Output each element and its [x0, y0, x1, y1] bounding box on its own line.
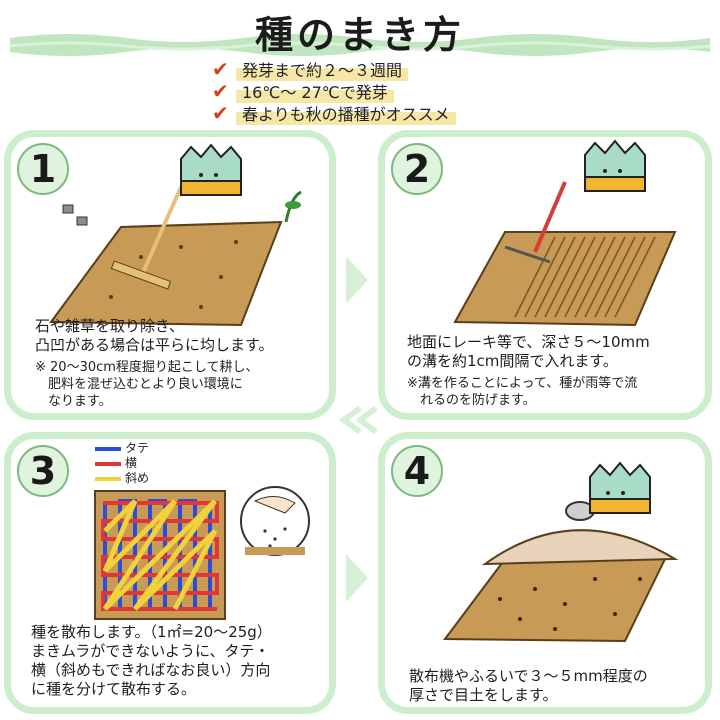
step-description: 地面にレーキ等で、深さ５～10mm の溝を約1cm間隔で入れます。: [407, 333, 650, 370]
step-note: ※ 20～30cm程度掘り起こして耕し、 肥料を混ぜ込むとより良い環境に なりま…: [35, 360, 259, 409]
legend-item: タテ: [95, 441, 149, 456]
feature-text: 発芽まで約２～３週間: [236, 57, 409, 81]
page-title: 種のまき方: [254, 12, 465, 57]
legend-swatch-yellow: [95, 476, 121, 481]
sowing-pattern-illustration: [94, 486, 310, 620]
legend-item: 斜め: [95, 471, 149, 486]
check-icon: ✔: [212, 57, 229, 81]
step-1-panel: 1 石や雑草を取り除き、 凸凹がある場合は平らに均します。 ※ 20～30cm程…: [4, 130, 336, 420]
step-number: 1: [17, 143, 69, 195]
legend-swatch-red: [95, 461, 121, 466]
feature-item: ✔ 16℃～ 27℃で発芽: [212, 79, 456, 103]
step-number: 2: [391, 143, 443, 195]
legend-label: 斜め: [125, 471, 150, 485]
step-2-panel: 2 地面にレーキ等で、深さ５～10mm の溝を約1cm間隔で入れます。 ※溝を作…: [378, 130, 712, 420]
step-description: 石や雑草を取り除き、 凸凹がある場合は平らに均します。: [35, 317, 274, 354]
legend-label: 横: [125, 456, 138, 470]
direction-legend: タテ 横 斜め: [95, 441, 149, 486]
legend-item: 横: [95, 456, 149, 471]
step-4-panel: 4 散布機やふるいで３～５mm程度の 厚さで目土をします。: [378, 432, 712, 714]
topdressing-illustration: [443, 461, 679, 643]
arrow-right-icon: [346, 554, 368, 602]
feature-list: ✔ 発芽まで約２～３週間 ✔ 16℃～ 27℃で発芽 ✔ 春よりも秋の播種がオス…: [212, 57, 456, 125]
check-icon: ✔: [212, 79, 229, 103]
check-icon: ✔: [212, 101, 229, 125]
furrow-illustration: [453, 139, 677, 327]
feature-item: ✔ 春よりも秋の播種がオススメ: [212, 101, 456, 125]
title-band: [9, 34, 711, 56]
feature-text: 16℃～ 27℃で発芽: [236, 79, 394, 103]
step-3-panel: 3 タテ 横 斜め 種を散布します。（1㎡=20～25g） まきムラができないよ…: [4, 432, 336, 714]
feature-text: 春よりも秋の播種がオススメ: [236, 101, 456, 125]
step-number: 3: [17, 445, 69, 497]
arrow-right-icon: [346, 256, 368, 304]
step-description: 種を散布します。（1㎡=20～25g） まきムラができないように、タテ・ 横（斜…: [31, 623, 272, 698]
step-number: 4: [391, 445, 443, 497]
arrow-down-left-icon: [339, 405, 378, 435]
legend-label: タテ: [125, 441, 150, 455]
soil-rake-illustration: [49, 143, 302, 327]
step-description: 散布機やふるいで３～５mm程度の 厚さで目土をします。: [409, 667, 648, 704]
step-note: ※溝を作ることによって、種が雨等で流 れるのを防げます。: [407, 376, 638, 408]
feature-item: ✔ 発芽まで約２～３週間: [212, 57, 456, 81]
legend-swatch-blue: [95, 446, 121, 451]
